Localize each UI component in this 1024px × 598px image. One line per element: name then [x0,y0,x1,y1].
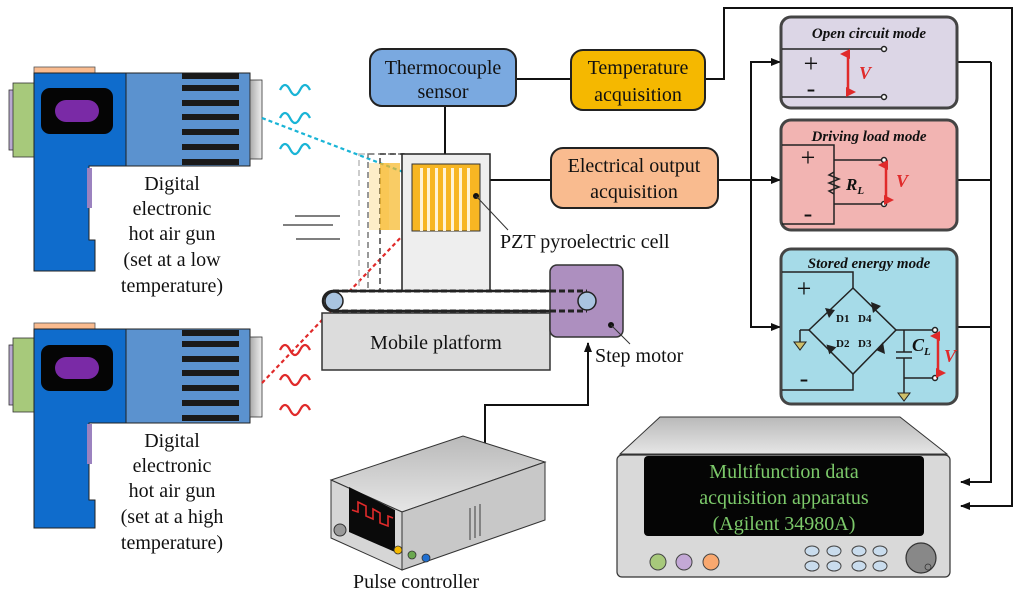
diode-d2-label: D2 [836,338,850,350]
gun-low-label-line4: (set at a low [123,249,221,271]
thermocouple-label-line2: sensor [417,81,468,103]
electrical-output-acquisition-block: Electrical output acquisition [550,147,719,209]
thermocouple-sensor-block: Thermocouple sensor [369,48,517,107]
gun-low-label-line5: temperature) [121,275,223,297]
square-wave-icon [351,500,394,528]
low-temp-heat-path [261,116,434,185]
daq-label-line3: (Agilent 34980A) [713,513,856,535]
high-temp-heat-waves-icon [278,343,312,417]
gun-low-label-line1: Digital [144,173,200,195]
gun-high-label-line4: (set at a high [121,506,224,528]
low-temp-heat-waves-icon [278,83,312,156]
hot-air-gun-high: Digital electronic hot air gun (set at a… [8,322,263,554]
open-minus-sign: - [807,74,816,103]
stored-minus-sign: - [800,364,809,393]
ground-icon [793,341,807,351]
gun-high-label-line1: Digital [144,430,200,452]
load-minus-sign: - [804,199,813,228]
connection-lines [444,7,1013,510]
gun-low-label-line2: electronic [133,198,212,220]
driving-load-title: Driving load mode [811,129,927,145]
resistor-icon [826,171,842,195]
keypad-buttons [804,545,888,572]
resistor-label: RL [845,175,864,197]
vent-slots [182,73,239,165]
daq-label-line2: acquisition apparatus [699,487,869,509]
open-circuit-mode-box: Open circuit mode + - V [779,15,959,110]
capacitor-label: CL [912,335,931,358]
pzt-electrode-fingers [420,168,470,231]
high-temp-heat-path [261,187,449,384]
open-voltage-label: V [859,63,873,83]
step-motor-label: Step motor [595,345,684,367]
driving-load-mode-box: Driving load mode + - RL V [779,118,959,232]
stored-energy-title: Stored energy mode [808,256,931,272]
open-circuit-title: Open circuit mode [812,26,926,42]
gun-high-label-line3: hot air gun [129,480,216,502]
step-motor: Step motor [549,264,684,367]
motion-lines [283,215,340,240]
data-acquisition-apparatus: Multifunction data acquisition apparatus… [616,416,951,578]
electrical-label-line1: Electrical output [568,155,701,177]
temperature-label-line1: Temperature [588,57,689,79]
gun-high-label-line2: electronic [133,455,212,477]
hot-air-gun-low: Digital electronic hot air gun (set at a… [8,66,263,297]
ground-icon [897,392,911,402]
temperature-label-line2: acquisition [594,84,682,106]
pulse-controller-label: Pulse controller [353,571,479,593]
diode-icons [825,302,885,355]
pzt-cell-assembly [358,153,509,311]
pulse-controller: Pulse controller [329,435,547,593]
load-plus-sign: + [801,143,816,172]
knob-icon [905,542,937,574]
diode-d3-label: D3 [858,338,872,350]
platform-label: Mobile platform [370,332,502,354]
stored-plus-sign: + [797,274,812,303]
electrical-label-line2: acquisition [590,181,678,203]
diode-d4-label: D4 [858,313,872,325]
daq-label-line1: Multifunction data [709,461,859,483]
open-plus-sign: + [804,49,819,78]
thermocouple-label-line1: Thermocouple [385,57,502,79]
gun-high-label-line5: temperature) [121,532,223,554]
pzt-label: PZT pyroelectric cell [500,231,670,253]
stored-voltage-label: V [944,346,958,366]
gun-low-label-line3: hot air gun [129,223,216,245]
mobile-platform: Mobile platform [321,312,551,371]
load-voltage-label: V [896,171,910,191]
temperature-acquisition-block: Temperature acquisition [570,49,706,111]
vent-slots [182,330,239,421]
diode-d1-label: D1 [836,313,849,325]
stored-energy-mode-box: Stored energy mode + - D1 [779,247,959,406]
